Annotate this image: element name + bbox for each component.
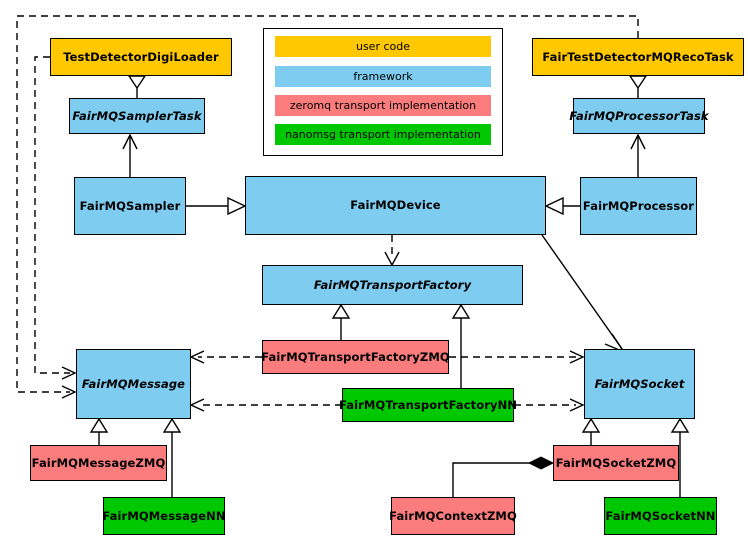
class-box-fairmq-sampler-task[interactable]: FairMQSamplerTask: [69, 98, 205, 134]
connector-factoryzmq-to-socket: [449, 350, 585, 364]
class-box-fairmq-processor[interactable]: FairMQProcessor: [580, 177, 697, 235]
connector-messagezmq-to-message: [89, 417, 109, 445]
class-label-fairmq-processor: FairMQProcessor: [582, 198, 695, 213]
connector-sampler-to-samplertask: [122, 133, 138, 177]
class-label-fairmq-socket-nn: FairMQSocketNN: [605, 508, 716, 523]
connector-factorynn-to-socket: [514, 398, 585, 412]
class-label-fairmq-sampler: FairMQSampler: [79, 198, 181, 213]
class-box-fairmq-context-zmq[interactable]: FairMQContextZMQ: [389, 497, 517, 535]
class-box-fairmq-transport-factory-nn[interactable]: FairMQTransportFactoryNN: [338, 388, 518, 422]
class-label-fairmq-transport-factory-nn: FairMQTransportFactoryNN: [338, 397, 518, 412]
legend-item-user-code: user code: [275, 36, 491, 57]
connector-processor-to-processortask: [630, 133, 646, 177]
connector-recotask-to-processortask: [628, 75, 648, 98]
connector-socketzmq-to-socket: [581, 417, 601, 445]
class-label-fairmq-context-zmq: FairMQContextZMQ: [389, 508, 517, 523]
class-label-fairmq-processor-task: FairMQProcessorTask: [569, 108, 709, 123]
class-label-fairmq-transport-factory: FairMQTransportFactory: [313, 277, 472, 292]
connector-sampler-to-device: [186, 196, 247, 216]
class-box-fairmq-device[interactable]: FairMQDevice: [245, 176, 546, 235]
connector-factoryzmq-to-message: [189, 350, 262, 364]
class-box-fair-test-detector-mq-reco-task[interactable]: FairTestDetectorMQRecoTask: [532, 38, 744, 76]
class-box-fairmq-socket[interactable]: FairMQSocket: [584, 349, 695, 419]
class-label-test-detector-digi-loader: TestDetectorDigiLoader: [63, 49, 219, 64]
class-label-fairmq-socket-zmq: FairMQSocketZMQ: [555, 455, 677, 470]
class-label-fairmq-sampler-task: FairMQSamplerTask: [72, 108, 202, 123]
class-label-fairmq-socket: FairMQSocket: [594, 376, 685, 391]
connector-processor-to-device: [544, 196, 580, 216]
connector-factorynn-to-message: [189, 398, 342, 412]
connector-device-to-socket: [541, 234, 626, 354]
class-box-fairmq-message-zmq[interactable]: FairMQMessageZMQ: [30, 445, 167, 481]
legend-label-framework: framework: [353, 70, 413, 83]
connector-factorynn-to-factory: [451, 303, 471, 388]
class-box-fairmq-sampler[interactable]: FairMQSampler: [74, 177, 186, 235]
connector-factoryzmq-to-factory: [331, 303, 351, 340]
class-label-fairmq-message-zmq: FairMQMessageZMQ: [31, 455, 166, 470]
class-label-fairmq-device: FairMQDevice: [350, 198, 441, 213]
legend-item-framework: framework: [275, 66, 491, 87]
class-box-fairmq-socket-nn[interactable]: FairMQSocketNN: [604, 497, 717, 535]
class-box-fairmq-socket-zmq[interactable]: FairMQSocketZMQ: [553, 445, 679, 481]
connector-digiloader-to-samplertask: [127, 75, 147, 98]
class-label-fair-test-detector-mq-reco-task: FairTestDetectorMQRecoTask: [542, 49, 734, 64]
legend-label-user-code: user code: [355, 40, 411, 53]
class-box-test-detector-digi-loader[interactable]: TestDetectorDigiLoader: [50, 38, 232, 76]
class-box-fairmq-message-nn[interactable]: FairMQMessageNN: [102, 497, 226, 535]
legend-item-zeromq: zeromq transport implementation: [275, 95, 491, 116]
class-label-fairmq-message: FairMQMessage: [81, 376, 186, 391]
class-label-fairmq-message-nn: FairMQMessageNN: [102, 508, 226, 523]
legend-item-nanomsg: nanomsg transport implementation: [275, 124, 491, 145]
class-box-fairmq-transport-factory[interactable]: FairMQTransportFactory: [262, 265, 523, 305]
class-box-fairmq-message[interactable]: FairMQMessage: [76, 349, 191, 419]
class-box-fairmq-processor-task[interactable]: FairMQProcessorTask: [569, 98, 709, 134]
legend-label-nanomsg: nanomsg transport implementation: [285, 128, 481, 141]
class-box-fairmq-transport-factory-zmq[interactable]: FairMQTransportFactoryZMQ: [261, 340, 450, 374]
connector-device-to-transportfactory: [384, 235, 400, 267]
class-label-fairmq-transport-factory-zmq: FairMQTransportFactoryZMQ: [261, 349, 450, 364]
connector-contextzmq-composition-socketzmq: [452, 456, 555, 497]
legend-label-zeromq: zeromq transport implementation: [289, 99, 477, 112]
